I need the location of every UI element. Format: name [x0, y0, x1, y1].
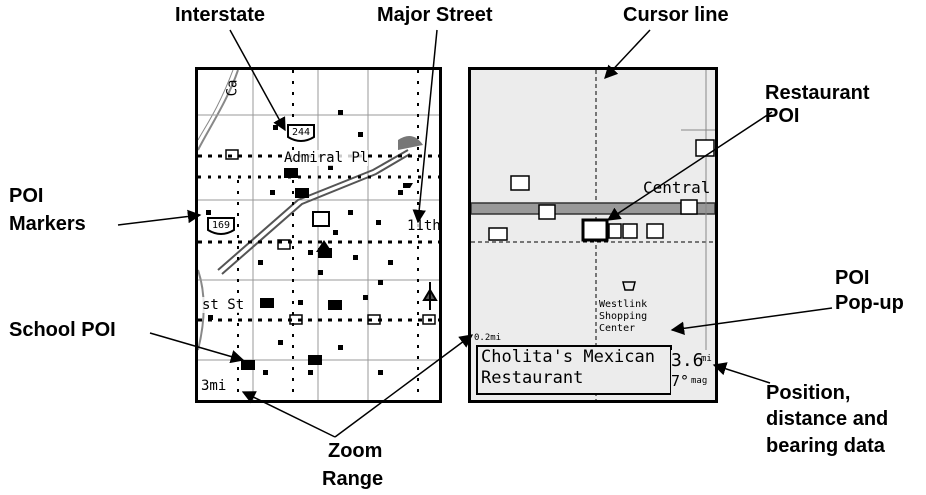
right-map-screen: Central Westlink Shopping Center 0.2mi C…	[468, 67, 718, 403]
shopping-center-3: Center	[599, 323, 636, 334]
shield-169-text: 169	[212, 220, 230, 231]
label-zoom-range-1: Zoom	[328, 440, 383, 462]
central-road	[471, 202, 715, 215]
label-poi-markers-1: POI	[9, 185, 44, 207]
zoom-range-small: 0.2mi	[474, 333, 502, 343]
school-icons	[241, 168, 342, 370]
label-major-street: Major Street	[377, 4, 493, 26]
popup-line-2: Restaurant	[481, 368, 584, 388]
left-map-canvas: 244 169	[198, 70, 439, 400]
street-ca: Ca	[224, 79, 241, 97]
label-poi-popup-2: Pop-up	[835, 292, 904, 314]
restaurant-icons	[225, 149, 436, 325]
poi-popup: Cholita's Mexican Restaurant	[476, 345, 672, 395]
popup-line-1: Cholita's Mexican	[481, 347, 655, 367]
label-position-1: Position,	[766, 382, 851, 404]
airport-icon	[422, 282, 438, 310]
bank-icon	[312, 211, 330, 227]
zoom-range-label: 3mi	[201, 378, 227, 394]
school-icon	[538, 204, 556, 220]
poi-icons	[488, 139, 715, 291]
distance-value: 3.6	[671, 350, 704, 371]
left-map-screen: 244 169 Ca Admiral Pl 11th st St 3mi	[195, 67, 442, 403]
shopping-cart-icon	[622, 281, 636, 291]
bearing-value: 7°	[671, 372, 690, 390]
bus-icon	[488, 227, 508, 241]
label-interstate: Interstate	[175, 4, 266, 26]
label-zoom-range-2: Range	[322, 468, 384, 490]
bearing-unit: mag	[691, 376, 708, 386]
position-data-box: 3.6 mi 7° mag	[671, 350, 715, 400]
interstate-shield-icon: 244	[287, 124, 315, 142]
label-cursor-line: Cursor line	[623, 4, 729, 26]
label-poi-markers-2: Markers	[9, 213, 86, 235]
position-arrow-icon	[316, 240, 332, 252]
shopping-center-1: Westlink	[599, 299, 648, 310]
marina-icon	[398, 136, 423, 150]
label-poi-popup-1: POI	[835, 267, 870, 289]
street-1st: st St	[202, 297, 245, 313]
street-admiral: Admiral Pl	[284, 150, 369, 166]
label-position-3: bearing data	[766, 435, 885, 457]
interstate-244-road	[217, 149, 409, 271]
us-shield-icon: 169	[207, 217, 235, 235]
restaurant-icon	[581, 218, 609, 242]
shield-244-text: 244	[292, 127, 310, 138]
label-restaurant-poi-2: POI	[765, 105, 800, 127]
label-restaurant-poi-1: Restaurant	[765, 82, 870, 104]
distance-unit: mi	[701, 354, 712, 364]
label-position-2: distance and	[766, 408, 889, 430]
arrow-poi-markers	[117, 209, 202, 226]
street-11th: 11th	[407, 218, 441, 234]
arrow-position-data	[712, 362, 771, 384]
street-central: Central	[643, 178, 711, 197]
bank-icon	[510, 175, 530, 191]
shopping-center-2: Shopping	[599, 311, 648, 322]
label-school-poi: School POI	[9, 319, 116, 341]
